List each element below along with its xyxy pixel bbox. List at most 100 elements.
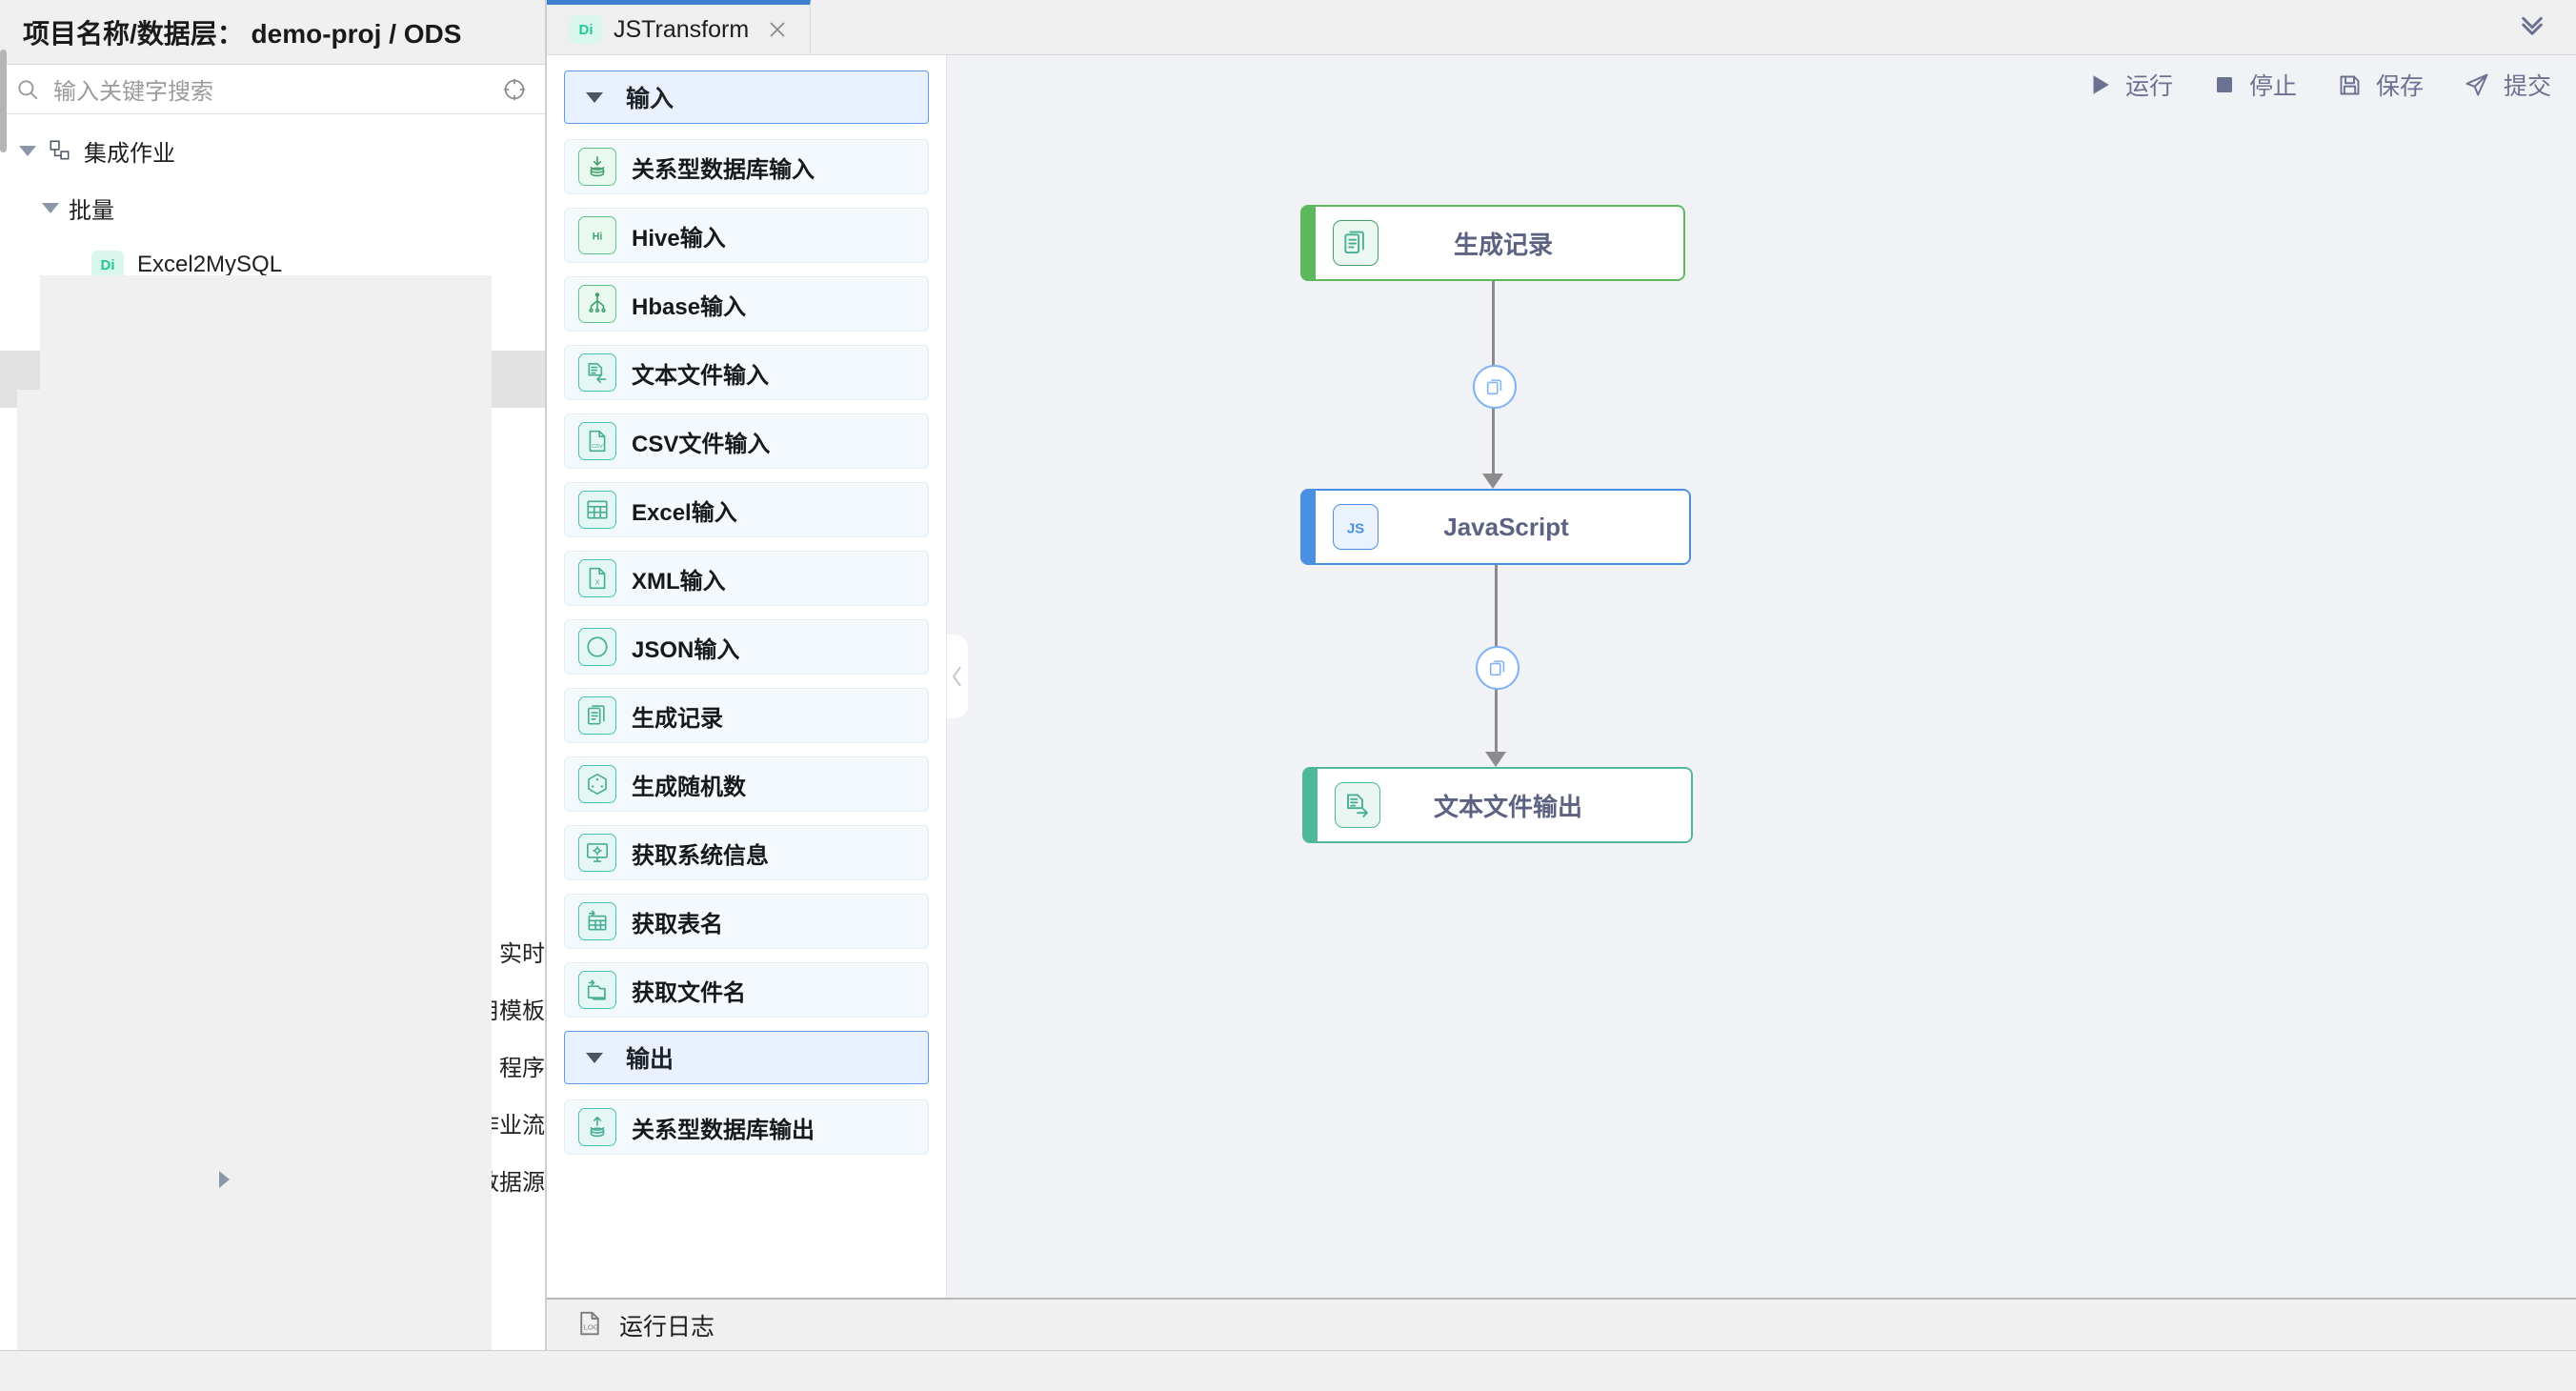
run-log-bar[interactable]: LOG 运行日志 — [547, 1298, 2576, 1351]
palette-item[interactable]: JSON输入 — [564, 619, 929, 675]
palette-group-label: 输出 — [626, 1046, 674, 1073]
palette-group-label: 输入 — [626, 86, 674, 112]
excel-grid-icon — [578, 491, 616, 529]
palette-item[interactable]: 生成随机数 — [564, 756, 929, 812]
flow-edge-arrow-1 — [1485, 752, 1506, 767]
js-icon: JS — [1333, 504, 1379, 550]
stop-label: 停止 — [2248, 73, 2297, 100]
tree-item-[interactable]: 批量 — [0, 179, 545, 236]
palette-item[interactable]: Hi Hive输入 — [564, 208, 929, 263]
palette-item[interactable]: 生成记录 — [564, 688, 929, 743]
log-file-icon: LOG — [575, 1309, 604, 1342]
flow-canvas[interactable]: 运行 停止 保存 — [947, 55, 2576, 1298]
caret-placeholder — [63, 254, 84, 275]
tree-item-[interactable]: 集成作业 — [0, 122, 545, 179]
chevron-double-down-icon[interactable] — [2517, 10, 2547, 45]
palette-item-label: 关系型数据库输出 — [632, 1117, 815, 1143]
generate-records-icon — [1333, 220, 1379, 266]
system-info-icon — [578, 834, 616, 872]
run-button[interactable]: 运行 — [2087, 68, 2173, 102]
project-tree[interactable]: 集成作业批量DiExcel2MySQLJobjob-trans-filesDiJ… — [0, 114, 545, 1351]
node-body: JS JavaScript — [1316, 489, 1691, 565]
flow-edge-hop-0[interactable] — [1473, 365, 1517, 409]
svg-text:X: X — [594, 578, 599, 587]
svg-text:Hi: Hi — [593, 231, 603, 242]
generate-records-icon — [578, 696, 616, 735]
xml-file-icon: X — [578, 559, 616, 597]
submit-button[interactable]: 提交 — [2464, 68, 2551, 102]
caret-down-icon — [586, 1052, 603, 1063]
page-title: 项目名称/数据层： demo-proj / ODS — [23, 18, 462, 49]
tree-item-label: 集成作业 — [84, 140, 175, 167]
search-icon — [15, 77, 40, 102]
json-icon — [578, 628, 616, 666]
search-bar[interactable]: 输入关键字搜索 — [0, 65, 545, 114]
palette-item-label: 生成记录 — [632, 705, 723, 732]
flow-edge-arrow-0 — [1482, 474, 1503, 489]
palette-item[interactable]: 文本文件输入 — [564, 345, 929, 400]
palette-item[interactable]: Hbase输入 — [564, 276, 929, 332]
crosshair-target-icon[interactable] — [501, 76, 528, 103]
caret-down-icon[interactable] — [40, 197, 61, 218]
search-input[interactable]: 输入关键字搜索 — [53, 79, 213, 105]
save-label: 保存 — [2375, 73, 2424, 100]
palette-collapse-handle[interactable] — [947, 635, 968, 718]
left-sidebar: 项目名称/数据层： demo-proj / ODS 输入关键字搜索 集成作业批量… — [0, 0, 547, 1351]
tab-bar-actions — [2517, 0, 2576, 54]
palette-item[interactable]: 关系型数据库输入 — [564, 139, 929, 194]
node-label: 文本文件输出 — [1433, 792, 1582, 821]
palette-item-label: 文本文件输入 — [632, 362, 769, 389]
run-log-label: 运行日志 — [619, 1314, 715, 1341]
tree-item-label: 实时 — [499, 940, 545, 967]
save-button[interactable]: 保存 — [2337, 68, 2424, 102]
caret-right-icon[interactable] — [17, 504, 431, 1351]
node-label: JavaScript — [1443, 512, 1569, 541]
text-file-input-icon — [578, 353, 616, 392]
stop-button[interactable]: 停止 — [2213, 68, 2297, 102]
close-icon[interactable] — [766, 18, 789, 41]
flow-node-1[interactable]: JS JavaScript — [1300, 489, 1691, 565]
palette-item-label: 获取表名 — [632, 911, 723, 937]
palette-group-header-input[interactable]: 输入 — [564, 71, 929, 124]
palette-item-label: XML输入 — [632, 568, 726, 595]
get-file-name-icon — [578, 971, 616, 1009]
palette-item[interactable]: 获取文件名 — [564, 962, 929, 1018]
palette-item-label: Hive输入 — [632, 225, 726, 252]
database-download-icon — [578, 148, 616, 186]
palette-item-label: Excel输入 — [632, 499, 737, 526]
palette-item[interactable]: X XML输入 — [564, 551, 929, 606]
tab-label: JSTransform — [614, 15, 750, 43]
palette-item[interactable]: Excel输入 — [564, 482, 929, 537]
text-file-output-icon — [1335, 782, 1380, 828]
sidebar-scrollbar[interactable] — [0, 50, 7, 152]
palette-item[interactable]: 获取系统信息 — [564, 825, 929, 880]
tree-item-label: 程序 — [499, 1055, 545, 1081]
palette-item-label: 获取系统信息 — [632, 842, 769, 869]
canvas-toolbar: 运行 停止 保存 — [2047, 55, 2576, 114]
node-body: 生成记录 — [1316, 205, 1685, 281]
flow-node-2[interactable]: 文本文件输出 — [1302, 767, 1693, 843]
dice-random-icon — [578, 765, 616, 803]
caret-down-icon[interactable] — [17, 140, 38, 161]
tab-jstransform[interactable]: Di JSTransform — [547, 0, 812, 54]
palette-item-label: 生成随机数 — [632, 774, 746, 800]
get-table-name-icon — [578, 902, 616, 940]
integration-job-icon — [46, 136, 74, 165]
hive-icon: Hi — [578, 216, 616, 254]
palette-item-label: Hbase输入 — [632, 293, 747, 320]
window-bottom-strip — [0, 1350, 2576, 1391]
palette-item[interactable]: 关系型数据库输出 — [564, 1099, 929, 1155]
svg-text:CSV: CSV — [592, 444, 603, 450]
tree-item-[interactable]: 数据源 — [0, 504, 545, 1351]
tab-type-badge: Di — [570, 15, 602, 44]
flow-edge-hop-1[interactable] — [1476, 646, 1519, 690]
flow-node-0[interactable]: 生成记录 — [1300, 205, 1685, 281]
main-area: Di JSTransform 输入关系型数据库输入 Hi Hive输入 — [547, 0, 2576, 1351]
palette-group-header-output[interactable]: 输出 — [564, 1031, 929, 1084]
hbase-icon — [578, 285, 616, 323]
palette-item[interactable]: 获取表名 — [564, 894, 929, 949]
